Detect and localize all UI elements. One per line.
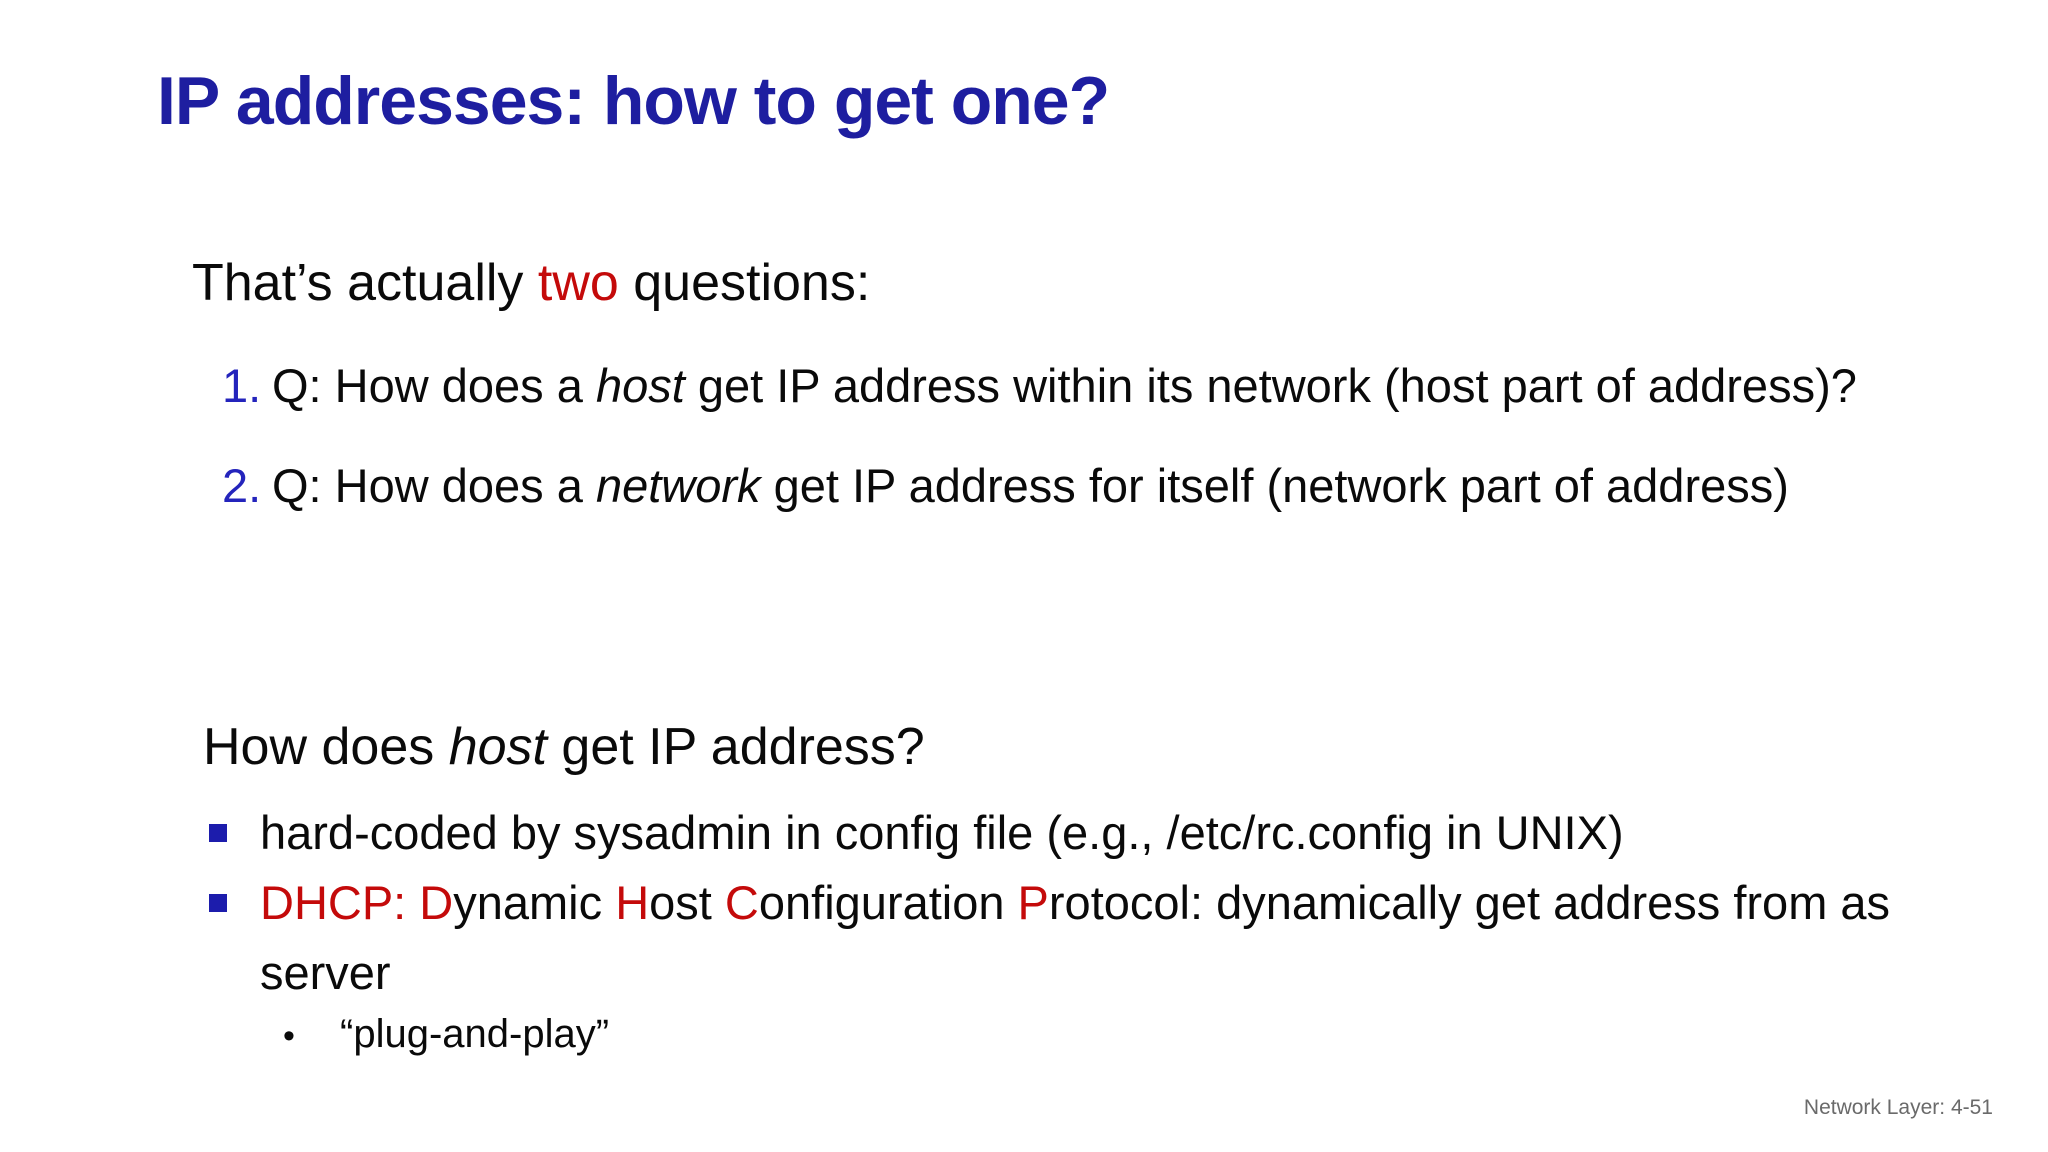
dhcp-segment: ynamic xyxy=(453,876,616,929)
dhcp-segment-red: DHCP: xyxy=(260,876,420,929)
bullet-item-hardcoded: hard-coded by sysadmin in config file (e… xyxy=(209,798,2009,868)
intro-highlight: two xyxy=(537,254,619,312)
intro-line: That’s actually two questions: xyxy=(192,252,870,314)
question-item-2: 2. Q: How does a network get IP address … xyxy=(222,452,2012,519)
question-segment: get IP address for itself (network part … xyxy=(760,459,1789,512)
question-segment: get IP address within its network (host … xyxy=(684,359,1857,412)
round-bullet-icon: • xyxy=(283,1017,295,1055)
dhcp-segment-red: D xyxy=(419,876,454,929)
sub-bullet-plug-and-play: • “plug-and-play” xyxy=(283,1010,609,1060)
dhcp-segment-red: C xyxy=(724,876,759,929)
question-number: 1. xyxy=(222,359,262,412)
question-segment-italic: network xyxy=(595,459,761,512)
question-segment: Q: How does a xyxy=(272,459,596,512)
slide-footer: Network Layer: 4-51 xyxy=(1803,1096,1993,1119)
intro-text: That’s actually xyxy=(192,254,538,312)
question-segment: Q: How does a xyxy=(272,359,596,412)
question-item-1: 1. Q: How does a host get IP address wit… xyxy=(222,352,2012,419)
bullet-text: hard-coded by sysadmin in config file (e… xyxy=(260,806,1624,859)
intro-text: questions: xyxy=(618,254,871,312)
bullet-text: DHCP: Dynamic Host Configuration Protoco… xyxy=(260,868,2005,1008)
question-text: Q: How does a host get IP address within… xyxy=(272,352,2012,419)
question-number: 2. xyxy=(222,459,262,512)
slide-title: IP addresses: how to get one? xyxy=(157,63,1110,139)
dhcp-segment: rotocol: dynamically get address from as… xyxy=(260,876,1891,999)
section-segment: How does xyxy=(203,718,449,776)
question-segment-italic: host xyxy=(595,359,685,412)
questions-list: 1. Q: How does a host get IP address wit… xyxy=(222,352,2012,552)
dhcp-segment-red: H xyxy=(615,876,650,929)
section-segment-italic: host xyxy=(448,718,547,776)
dhcp-segment: ost xyxy=(649,876,725,929)
square-bullet-icon xyxy=(209,894,227,912)
section-heading: How does host get IP address? xyxy=(203,716,925,778)
square-bullet-icon xyxy=(209,824,227,842)
dhcp-segment-red: P xyxy=(1017,876,1049,929)
sub-bullet-text: “plug-and-play” xyxy=(340,1012,610,1056)
dhcp-segment: onfiguration xyxy=(758,876,1018,929)
bullet-list: hard-coded by sysadmin in config file (e… xyxy=(209,798,2009,1008)
bullet-item-dhcp: DHCP: Dynamic Host Configuration Protoco… xyxy=(209,868,2009,1008)
question-text: Q: How does a network get IP address for… xyxy=(272,452,2012,519)
section-segment: get IP address? xyxy=(546,718,925,776)
